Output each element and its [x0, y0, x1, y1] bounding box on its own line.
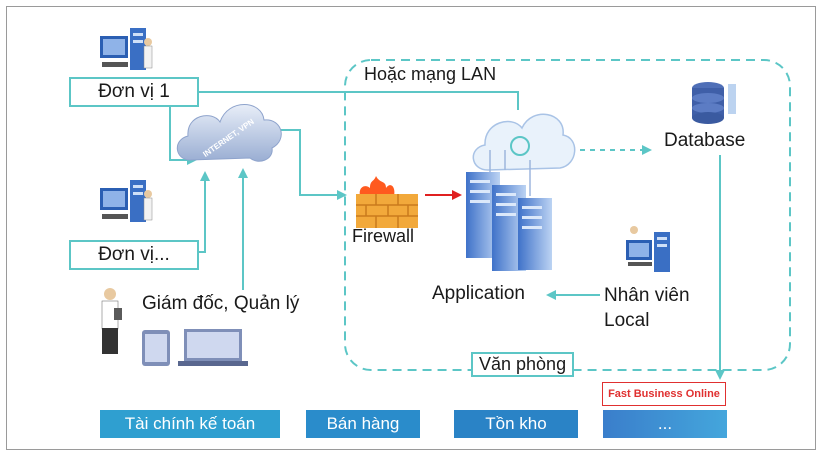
laptop-icon	[178, 329, 248, 366]
module-accounting-label: Tài chính kế toán	[124, 414, 256, 433]
database-icon	[692, 82, 736, 124]
firewall-label: Firewall	[352, 226, 415, 246]
server-rack-icon	[466, 150, 552, 271]
module-accounting: Tài chính kế toán	[100, 410, 280, 438]
office-label: Văn phòng	[471, 352, 575, 377]
local-staff-label-line1: Nhân viên	[604, 285, 690, 306]
cloud-internet-icon: INTERNET, VPN	[176, 104, 282, 162]
manager-label: Giám đốc, Quản lý	[142, 293, 300, 314]
unit-more-box: Đơn vị...	[69, 240, 199, 270]
module-more-label: ...	[657, 414, 673, 433]
application-label: Application	[432, 283, 525, 304]
computer-workstation-icon	[626, 226, 670, 272]
firewall-icon	[356, 176, 418, 228]
lan-label: Hoặc mạng LAN	[360, 64, 501, 85]
businessman-icon	[101, 288, 122, 354]
module-sales-label: Bán hàng	[326, 414, 400, 433]
module-more: ...	[603, 410, 727, 438]
unit-more-label: Đơn vị...	[98, 244, 170, 265]
fast-business-online-label: Fast Business Online	[608, 388, 720, 400]
computer-workstation-icon	[100, 180, 153, 222]
module-inventory-label: Tồn kho	[485, 414, 547, 433]
module-inventory: Tồn kho	[454, 410, 578, 438]
local-staff-label-line2: Local	[604, 310, 650, 331]
cloud-sync-icon	[472, 113, 576, 171]
unit-1-box: Đơn vị 1	[69, 77, 199, 107]
database-label: Database	[664, 130, 746, 151]
computer-workstation-icon	[100, 28, 153, 70]
module-sales: Bán hàng	[306, 410, 420, 438]
fast-business-online-badge: Fast Business Online	[602, 382, 726, 406]
tablet-screen	[145, 334, 167, 362]
office-boundary	[344, 59, 791, 371]
unit-1-label: Đơn vị 1	[98, 81, 170, 102]
